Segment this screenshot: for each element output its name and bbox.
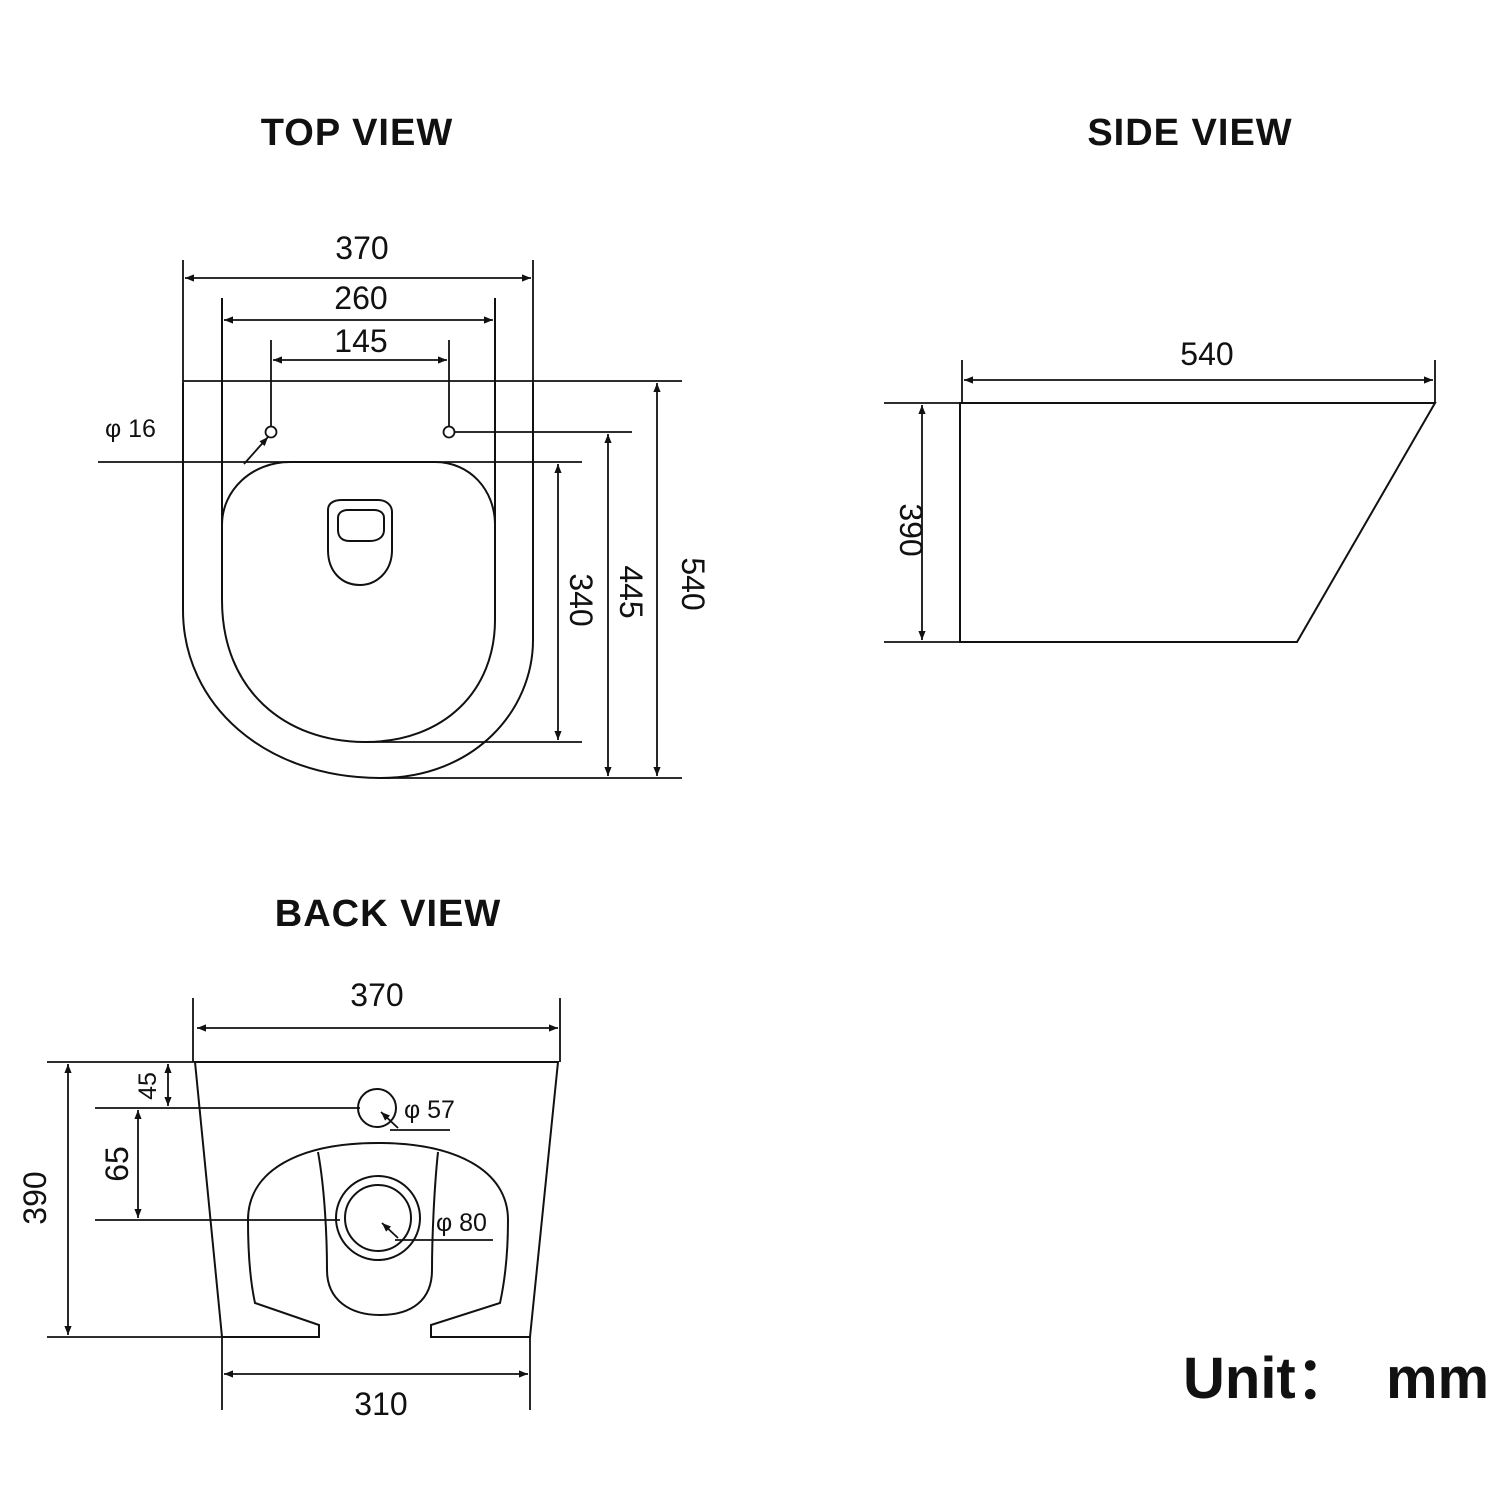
dim-inlet-offset: 45 — [134, 1072, 162, 1100]
dim-outlet-diameter: φ 80 — [436, 1209, 487, 1237]
top-view-outlet-inner — [337, 509, 385, 542]
unit-label: Unit： mm — [1183, 1346, 1489, 1411]
side-view-title: SIDE VIEW — [1087, 112, 1292, 154]
dim-hole-spacing: 145 — [334, 323, 387, 359]
dim-back-width-top: 370 — [350, 977, 403, 1013]
top-view-seat-bowl — [221, 525, 496, 744]
leader-inlet-diameter — [380, 1111, 399, 1129]
back-view: BACK VIEW 370 310 390 45 65 — [17, 893, 561, 1422]
fixing-hole-left — [264, 425, 278, 439]
dim-depth-holes: 445 — [613, 565, 649, 618]
top-view-outer-body — [182, 383, 534, 780]
leader-outlet-diameter — [381, 1222, 399, 1239]
dim-side-height: 390 — [893, 503, 929, 556]
dim-outlet-spacing: 65 — [99, 1146, 135, 1182]
back-view-outlet-channel — [317, 1151, 439, 1317]
top-view-outlet-outer — [327, 499, 393, 587]
dim-back-width-bottom: 310 — [354, 1386, 407, 1422]
dim-hole-diameter: φ 16 — [105, 415, 156, 443]
leader-hole-diameter — [243, 436, 269, 465]
fixing-hole-right — [442, 425, 456, 439]
dim-depth-total: 540 — [675, 557, 711, 610]
dim-width-outer: 370 — [335, 230, 388, 266]
back-view-title: BACK VIEW — [275, 893, 501, 935]
dim-depth-bowl: 340 — [563, 573, 599, 626]
top-view-title: TOP VIEW — [261, 112, 453, 154]
dim-back-height: 390 — [17, 1171, 53, 1224]
outlet-pipe-outer — [335, 1175, 421, 1261]
outlet-pipe-inner — [344, 1184, 412, 1252]
dim-width-seat: 260 — [334, 280, 387, 316]
dim-side-length: 540 — [1180, 336, 1233, 372]
dim-inlet-diameter: φ 57 — [404, 1096, 455, 1124]
top-view: TOP VIEW 370 260 145 φ 16 34 — [98, 112, 711, 780]
side-view: SIDE VIEW 540 390 — [884, 112, 1437, 643]
back-view-outline — [193, 1061, 560, 1338]
side-view-body — [959, 402, 1437, 643]
